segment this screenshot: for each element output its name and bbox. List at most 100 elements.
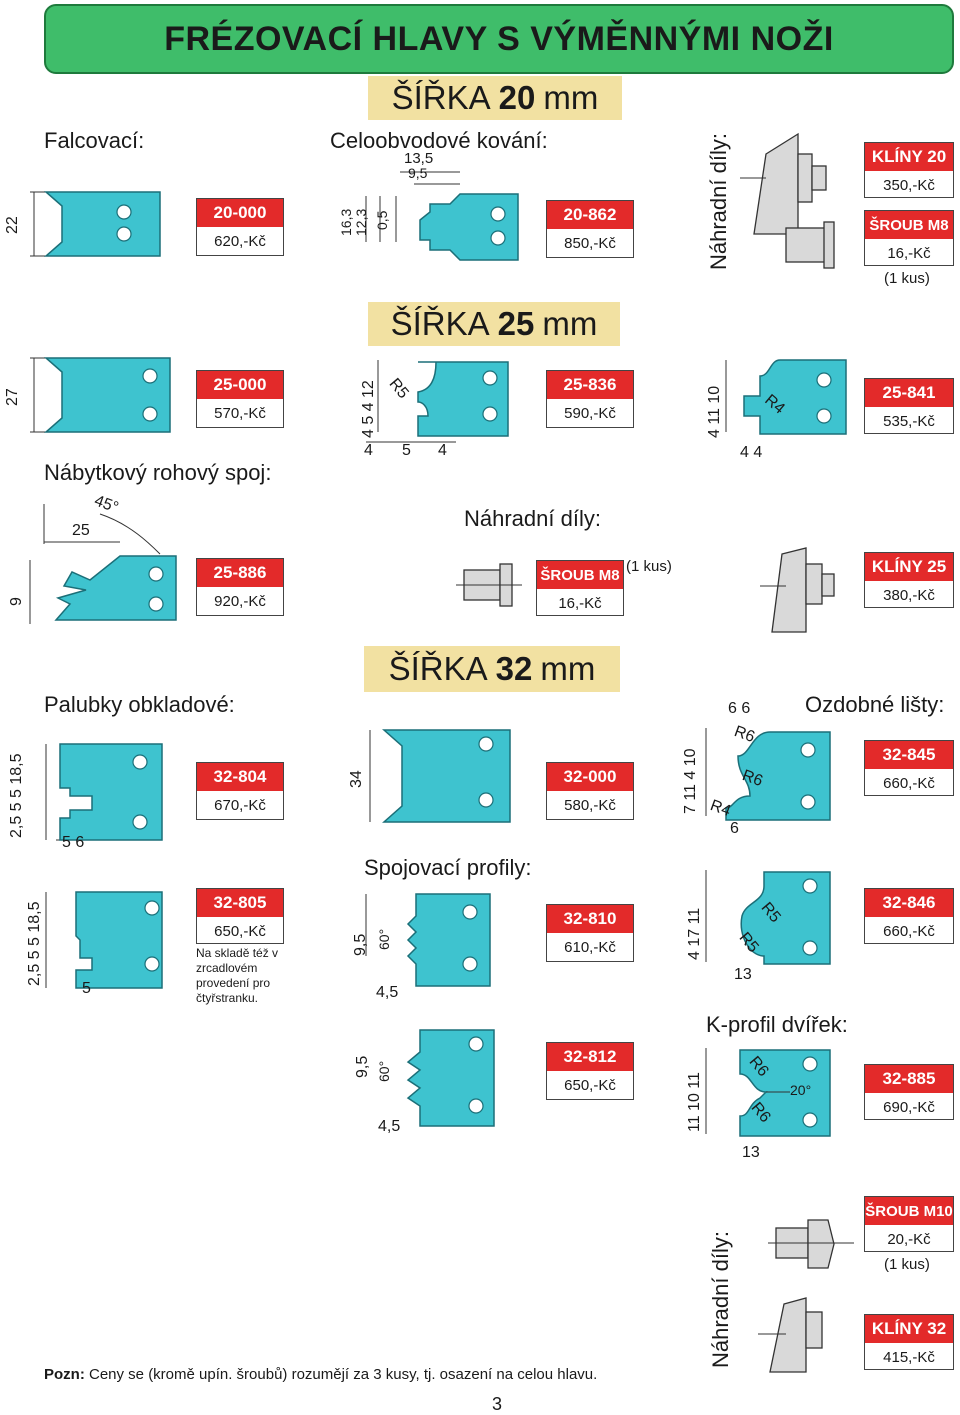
knife-32-845-drawing: [705, 728, 831, 821]
product-price: 380,-Kč: [883, 586, 935, 604]
product-price: 620,-Kč: [214, 232, 266, 250]
knife-body: [419, 193, 519, 261]
product-32-000[interactable]: 32-000 580,-Kč: [546, 762, 634, 820]
product-25-836[interactable]: 25-836 590,-Kč: [546, 370, 634, 428]
knife-32-804-drawing: [45, 743, 163, 841]
dim-4-11-10: 4 11 10: [706, 385, 723, 438]
product-price: 650,-Kč: [214, 922, 266, 940]
dim-9-5: 9,5: [352, 933, 369, 956]
mount-hole: [144, 900, 160, 916]
product-code: 32-845: [865, 741, 953, 769]
product-code: 20-862: [547, 201, 633, 229]
product-32-845[interactable]: 32-845 660,-Kč: [864, 740, 954, 796]
product-price: 16,-Kč: [558, 594, 602, 612]
dim-5: 5: [82, 980, 91, 997]
product-25-000[interactable]: 25-000 570,-Kč: [196, 370, 284, 428]
product-code: 25-841: [865, 379, 953, 407]
product-price: 580,-Kč: [564, 796, 616, 814]
product-kliny-25[interactable]: KLÍNY 25 380,-Kč: [864, 552, 954, 608]
product-price: 650,-Kč: [564, 1076, 616, 1094]
mount-hole: [478, 736, 494, 752]
dim-2-5-5-5-18-5: 2,5 5 5 18,5: [26, 901, 43, 986]
mount-hole: [468, 1098, 484, 1114]
section-value: 32: [495, 650, 533, 687]
wedge-32-drawing: [758, 1297, 823, 1373]
section-label: ŠÍŘKA: [390, 305, 490, 342]
product-price: 690,-Kč: [883, 1098, 935, 1116]
dim-4-5: 4,5: [378, 1118, 401, 1135]
product-price: 850,-Kč: [564, 234, 616, 252]
product-sroub-m10[interactable]: ŠROUB M10 20,-Kč: [864, 1196, 954, 1252]
page-number: 3: [492, 1394, 503, 1414]
product-code: KLÍNY 32: [865, 1315, 953, 1343]
product-20-862[interactable]: 20-862 850,-Kč: [546, 200, 634, 258]
dim-9: 9: [8, 597, 25, 606]
screw-m8-icon: [785, 227, 827, 263]
dim-9-5: 9,5: [408, 165, 428, 181]
knife-body: [44, 191, 161, 257]
product-price: 350,-Kč: [883, 176, 935, 194]
product-sroub-m8-a[interactable]: ŠROUB M8 16,-Kč: [864, 210, 954, 266]
product-sroub-m8-b[interactable]: ŠROUB M8 16,-Kč: [536, 560, 624, 616]
product-code: 32-810: [547, 905, 633, 933]
dim-5: 5: [402, 442, 411, 459]
dim-4-5: 4,5: [376, 984, 399, 1001]
product-32-804[interactable]: 32-804 670,-Kč: [196, 762, 284, 820]
product-qty: (1 kus): [626, 558, 672, 575]
product-32-885[interactable]: 32-885 690,-Kč: [864, 1064, 954, 1120]
product-kliny-20[interactable]: KLÍNY 20 350,-Kč: [864, 142, 954, 198]
product-code: 20-000: [197, 199, 283, 227]
dim-13: 13: [742, 1144, 760, 1161]
product-code: KLÍNY 25: [865, 553, 953, 581]
mount-hole: [116, 204, 132, 220]
mount-hole: [132, 814, 148, 830]
footer-note-text: Ceny se (kromě upín. šroubů) rozumějí za…: [84, 1366, 598, 1383]
product-20-000[interactable]: 20-000 620,-Kč: [196, 198, 284, 256]
product-25-841[interactable]: 25-841 535,-Kč: [864, 378, 954, 434]
section-value: 25: [497, 305, 535, 342]
mount-hole: [482, 406, 498, 422]
product-code: 25-836: [547, 371, 633, 399]
knife-32-000-drawing: [369, 729, 511, 823]
product-qty: (1 kus): [884, 1256, 930, 1273]
knife-32-885-drawing: [705, 1048, 831, 1137]
wedge-25-drawing: [760, 547, 835, 633]
bolt-head-icon: [797, 153, 813, 203]
heading-falcovaci: Falcovací:: [44, 128, 145, 153]
product-32-810[interactable]: 32-810 610,-Kč: [546, 904, 634, 962]
knife-body: [743, 359, 847, 435]
knife-25-841-drawing: [725, 359, 847, 435]
dim-7-11-4-10: 7 11 4 10: [682, 748, 699, 814]
knife-32-810-drawing: [365, 893, 491, 987]
product-32-805[interactable]: 32-805 650,-Kč: [196, 888, 284, 944]
product-code: 32-804: [197, 763, 283, 791]
mount-hole: [462, 904, 478, 920]
bolt-head-icon: [805, 563, 823, 605]
spare-parts-20-drawing: [740, 132, 835, 269]
mount-hole: [148, 596, 164, 612]
heading-nahradni-dily-32: Náhradní díly:: [708, 1231, 733, 1368]
mount-hole: [816, 408, 832, 424]
product-price: 660,-Kč: [883, 922, 935, 940]
product-32-846[interactable]: 32-846 660,-Kč: [864, 888, 954, 944]
mount-hole: [468, 1036, 484, 1052]
heading-palubky: Palubky obkladové:: [44, 692, 235, 717]
section-label: ŠÍŘKA: [391, 79, 491, 116]
dim-12-3: 12,3: [353, 208, 369, 236]
product-kliny-32[interactable]: KLÍNY 32 415,-Kč: [864, 1314, 954, 1370]
dim-4: 4: [364, 442, 373, 459]
knife-body: [44, 357, 171, 433]
product-code: 32-846: [865, 889, 953, 917]
heading-kprofil: K-profil dvířek:: [706, 1012, 848, 1037]
product-32-812[interactable]: 32-812 650,-Kč: [546, 1042, 634, 1100]
footer-note-label: Pozn:: [44, 1366, 85, 1383]
knife-32-812-drawing: [406, 1029, 495, 1127]
mount-hole: [148, 566, 164, 582]
mount-hole: [802, 878, 818, 894]
wedge-icon: [771, 547, 807, 633]
knife-body: [406, 893, 491, 987]
heading-nabytkovy: Nábytkový rohový spoj:: [44, 460, 272, 485]
product-25-886[interactable]: 25-886 920,-Kč: [196, 558, 284, 616]
section-value: 20: [498, 79, 536, 116]
